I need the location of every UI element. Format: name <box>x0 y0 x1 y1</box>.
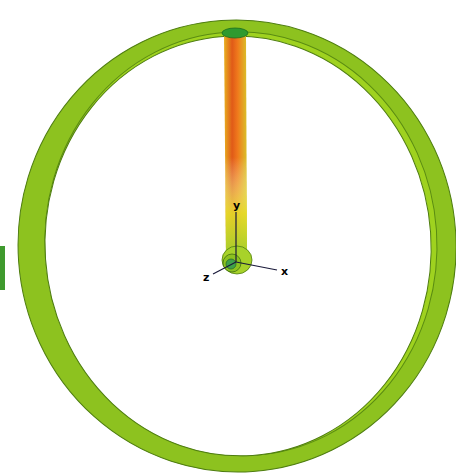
axis-triad <box>213 212 277 274</box>
axis-label: y <box>233 200 240 211</box>
axis-label: x <box>281 266 288 277</box>
hub <box>222 246 252 274</box>
rod <box>222 28 248 258</box>
edge-object <box>0 246 5 290</box>
ring-band <box>3 5 456 473</box>
axis-label: z <box>203 272 209 283</box>
